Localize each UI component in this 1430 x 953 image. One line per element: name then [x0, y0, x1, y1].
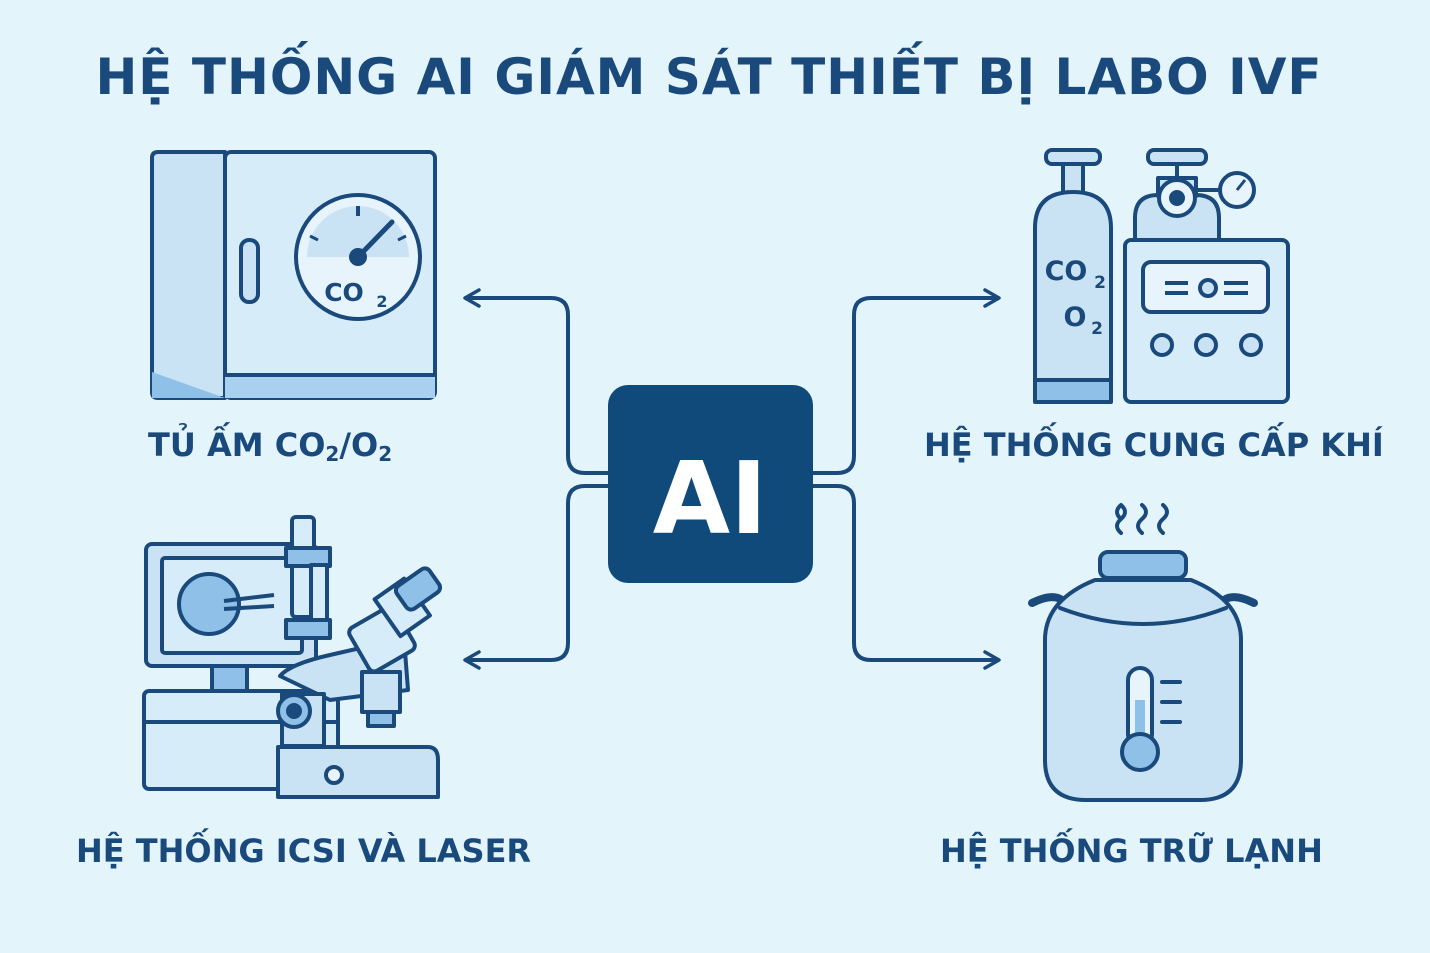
microscope-icon [142, 515, 443, 799]
icsi-label: HỆ THỐNG ICSI VÀ LASER [76, 832, 532, 870]
tank-label-co-sub: 2 [1094, 273, 1106, 293]
cryo-tank-icon [1028, 503, 1258, 802]
incubator-label-main: TỦ ẤM CO [148, 426, 326, 464]
connector-gas [810, 288, 1001, 475]
connector-icsi [463, 484, 612, 670]
incubator-label-mid: /O [339, 426, 379, 464]
gas-cylinder-icon: CO 2 O 2 [1033, 148, 1290, 404]
diagram-title: HỆ THỐNG AI GIÁM SÁT THIẾT BỊ LABO IVF [95, 48, 1323, 106]
cryo-label: HỆ THỐNG TRỮ LẠNH [940, 832, 1323, 870]
incubator-icon: CO 2 [150, 150, 437, 400]
gas-supply-label: HỆ THỐNG CUNG CẤP KHÍ [924, 426, 1384, 464]
incubator-label-sub2: 2 [378, 442, 393, 466]
incubator-label-sub1: 2 [325, 442, 340, 466]
tank-label-o: O [1064, 302, 1087, 333]
tank-label-co: CO [1045, 256, 1088, 287]
incubator-label: TỦ ẤM CO2/O2 [148, 426, 392, 466]
incubator-gauge-label: CO [324, 278, 364, 307]
connector-cryo [810, 484, 1001, 670]
ai-center-node: AI [608, 385, 813, 583]
ai-label: AI [653, 440, 768, 557]
tank-label-o-sub: 2 [1091, 319, 1103, 339]
incubator-gauge-sub: 2 [376, 292, 387, 311]
connector-incubator [463, 288, 612, 475]
